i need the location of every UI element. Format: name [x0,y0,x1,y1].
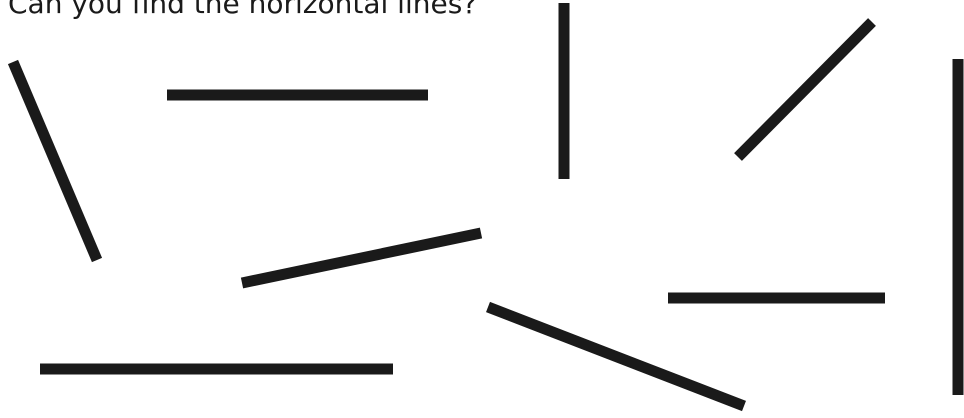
question-prompt: Can you find the horizontal lines? [8,0,478,20]
line-1[interactable] [7,59,103,263]
line-6[interactable] [240,227,483,289]
line-4[interactable] [734,18,876,161]
line-8[interactable] [486,301,746,412]
